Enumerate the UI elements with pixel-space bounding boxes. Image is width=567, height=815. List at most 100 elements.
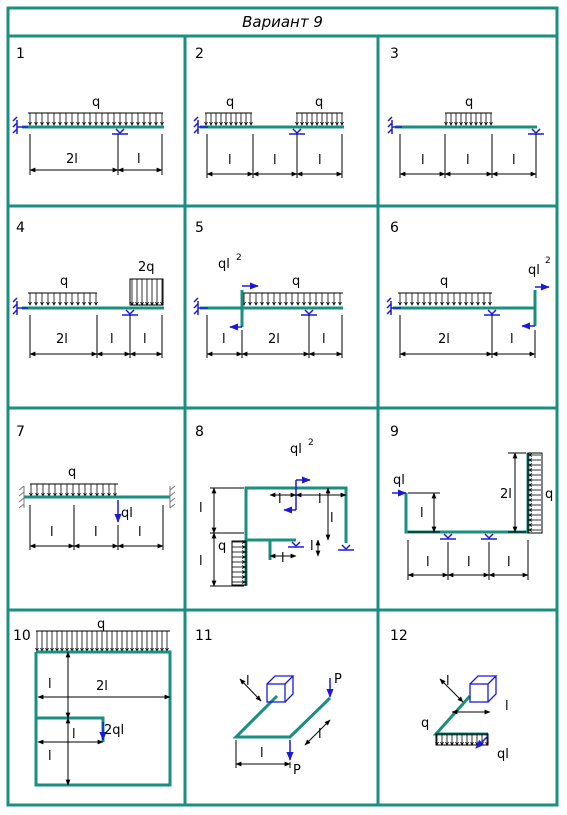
span-label: l	[512, 153, 516, 168]
scheme-10: 10 q 2ql l 2l l l	[13, 617, 172, 787]
span-label: l	[246, 674, 250, 689]
grid-frame	[6, 6, 559, 807]
load-label: q	[68, 465, 76, 480]
span-label: l	[318, 153, 322, 168]
span-label: 2l	[268, 332, 280, 347]
load-label: ql	[528, 263, 540, 278]
load-label: q	[60, 274, 68, 289]
dimension-lines	[29, 134, 163, 175]
pin-support-icon	[288, 541, 354, 551]
span-label: 2l	[500, 487, 512, 502]
fixed-support-icon	[193, 297, 208, 315]
scheme-5: 5 ql 2 q l 2l l	[193, 220, 343, 358]
load-label: ql	[393, 473, 405, 488]
cell-number: 5	[195, 220, 204, 236]
span-label: l	[273, 153, 277, 168]
span-label: l	[260, 746, 264, 761]
load-label: q	[218, 539, 226, 554]
load-label: 2ql	[104, 723, 124, 738]
scheme-1: 1 q 2l l	[12, 46, 164, 175]
span-label: l	[143, 332, 147, 347]
load-label: ql	[121, 506, 133, 521]
pin-support-icon	[122, 309, 138, 316]
scheme-9: 9 ql q l 2l l l l	[390, 424, 553, 580]
load-label: 2	[236, 253, 242, 263]
load-label: q	[226, 95, 234, 110]
span-label: 2l	[96, 679, 108, 694]
scheme-4: 4 q 2q 2l l l	[12, 220, 164, 358]
moment-arrow-icon	[229, 282, 259, 331]
span-label: l	[421, 153, 425, 168]
span-label: l	[466, 153, 470, 168]
span-label: l	[446, 674, 450, 689]
load-label: q	[465, 95, 473, 110]
force-arrow-icon	[475, 735, 489, 749]
fixed-support-icon	[387, 116, 402, 134]
cell-number: 1	[16, 46, 25, 62]
distributed-load	[28, 112, 164, 126]
load-label: q	[292, 274, 300, 289]
beam	[200, 290, 343, 327]
variant-title: Вариант 9	[242, 13, 323, 31]
span-label: l	[110, 332, 114, 347]
load-label: q	[545, 487, 553, 502]
span-label: l	[48, 749, 52, 764]
load-label: q	[440, 274, 448, 289]
span-label: l	[310, 539, 314, 554]
fixed-support-icon	[386, 297, 401, 315]
fixed-support-icon	[193, 116, 208, 134]
cell-number: 8	[195, 424, 204, 440]
span-label: l	[420, 506, 424, 521]
span-label: l	[322, 332, 326, 347]
cell-number: 2	[195, 46, 204, 62]
span-label: l	[278, 492, 282, 507]
cell-number: 9	[390, 424, 399, 440]
load-label: q	[92, 95, 100, 110]
span-label: l	[199, 554, 203, 569]
span-label: l	[510, 332, 514, 347]
fixed-support-cube-icon	[266, 675, 295, 703]
cell-number: 4	[16, 220, 25, 236]
scheme-8: 8 ql 2 l l q l l l l l	[195, 424, 354, 587]
span-label: l	[72, 727, 76, 742]
span-label: l	[222, 332, 226, 347]
scheme-3: 3 q l l l	[387, 46, 544, 178]
cell-number: 11	[195, 628, 213, 644]
span-label: 2l	[438, 332, 450, 347]
span-label: l	[137, 152, 141, 167]
span-label: 2l	[56, 332, 68, 347]
scheme-11: 11 P P l l l	[195, 628, 342, 778]
pin-support-icon	[440, 533, 497, 540]
span-label: 2l	[66, 152, 78, 167]
load-label: ql	[497, 747, 509, 762]
scheme-6: 6 q ql 2 2l l	[386, 220, 551, 358]
cell-number: 7	[16, 424, 25, 440]
span-label: l	[199, 501, 203, 516]
scheme-7: 7 q ql l l l	[16, 424, 176, 550]
load-label: 2	[545, 256, 551, 266]
load-label: q	[315, 95, 323, 110]
span-label: l	[48, 677, 52, 692]
span-label: l	[507, 555, 511, 570]
fixed-support-icon	[12, 297, 28, 315]
span-label: l	[228, 153, 232, 168]
cell-number: 3	[390, 46, 399, 62]
cell-number: 6	[390, 220, 399, 236]
fixed-support-icon	[12, 116, 28, 134]
span-label: l	[50, 525, 54, 540]
cell-number: 12	[390, 628, 408, 644]
load-label: P	[293, 763, 301, 778]
pin-support-icon	[528, 128, 544, 135]
load-label: 2q	[138, 260, 155, 275]
span-label: l	[138, 525, 142, 540]
hatched-wall-icon	[18, 485, 176, 509]
moment-arrow-icon	[521, 283, 550, 330]
force-arrow-icon	[286, 678, 334, 761]
span-label: l	[505, 699, 509, 714]
span-label: l	[94, 525, 98, 540]
span-label: l	[330, 511, 334, 526]
scheme-2: 2 q q l l l	[193, 46, 344, 178]
pin-support-icon	[301, 309, 317, 316]
scheme-12: 12 q ql l l	[390, 628, 509, 762]
span-label: l	[318, 727, 322, 742]
